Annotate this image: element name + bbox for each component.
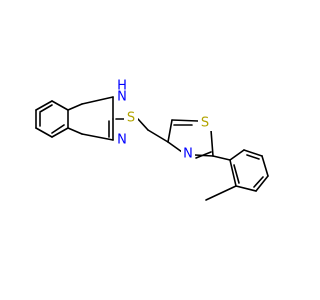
tolyl-bond-5 <box>255 175 269 192</box>
nh-hydrogen-label: H <box>117 79 127 94</box>
benzo-inner-1 <box>39 104 53 113</box>
thz-bond-2 <box>171 119 199 122</box>
tolyl-bond-6 <box>235 185 257 192</box>
thz-bond-5 <box>167 141 183 153</box>
thioether-sulfur-label: S <box>127 111 135 126</box>
atom-label-layer: H N N S S N <box>115 79 212 162</box>
tolyl-inner-1 <box>246 154 260 160</box>
nh-label-bg <box>115 88 129 102</box>
benzo-bond-4 <box>51 127 69 138</box>
tolyl-bond-3 <box>243 149 263 157</box>
bond-layer <box>35 96 269 201</box>
methyl-bond <box>205 185 237 201</box>
tolyl-bond-1 <box>212 155 231 161</box>
imidazole-nitrogen-label: N <box>117 133 127 148</box>
thiazole-sulfur-label: S <box>201 116 209 131</box>
benzo-inner-2 <box>51 124 65 134</box>
imid-bond-1 <box>67 103 83 111</box>
thiazole-n-label-bg <box>181 147 195 162</box>
imid-bond-6 <box>67 127 83 135</box>
imidazole-nh-nitrogen-label: N <box>117 90 127 105</box>
tolyl-inner-2 <box>253 176 264 188</box>
molecule-structure: H N N S S N <box>35 79 269 201</box>
tolyl-bond-7 <box>229 159 237 187</box>
thz-double-2 <box>195 151 212 159</box>
thiazole-nitrogen-label: N <box>183 147 193 162</box>
tolyl-inner-3 <box>233 164 240 184</box>
link-bond-2 <box>137 118 149 131</box>
benzo-bond-1 <box>35 100 53 111</box>
thz-bond-1 <box>167 119 173 143</box>
tolyl-bond-2 <box>229 149 245 161</box>
molecule-canvas: H N N S S N <box>35 79 269 201</box>
thioether-s-label-bg <box>124 110 138 125</box>
thz-bond-3 <box>210 129 214 157</box>
tolyl-bond-4 <box>261 155 269 177</box>
benzo-bond-2 <box>51 100 69 111</box>
imid-bond-5 <box>81 133 114 141</box>
n3-label-bg <box>115 133 129 147</box>
thiazole-s-label-bg <box>198 116 212 131</box>
benzo-bond-5 <box>35 127 53 138</box>
imid-bond-2 <box>81 96 114 105</box>
link-bond-3 <box>147 129 169 143</box>
